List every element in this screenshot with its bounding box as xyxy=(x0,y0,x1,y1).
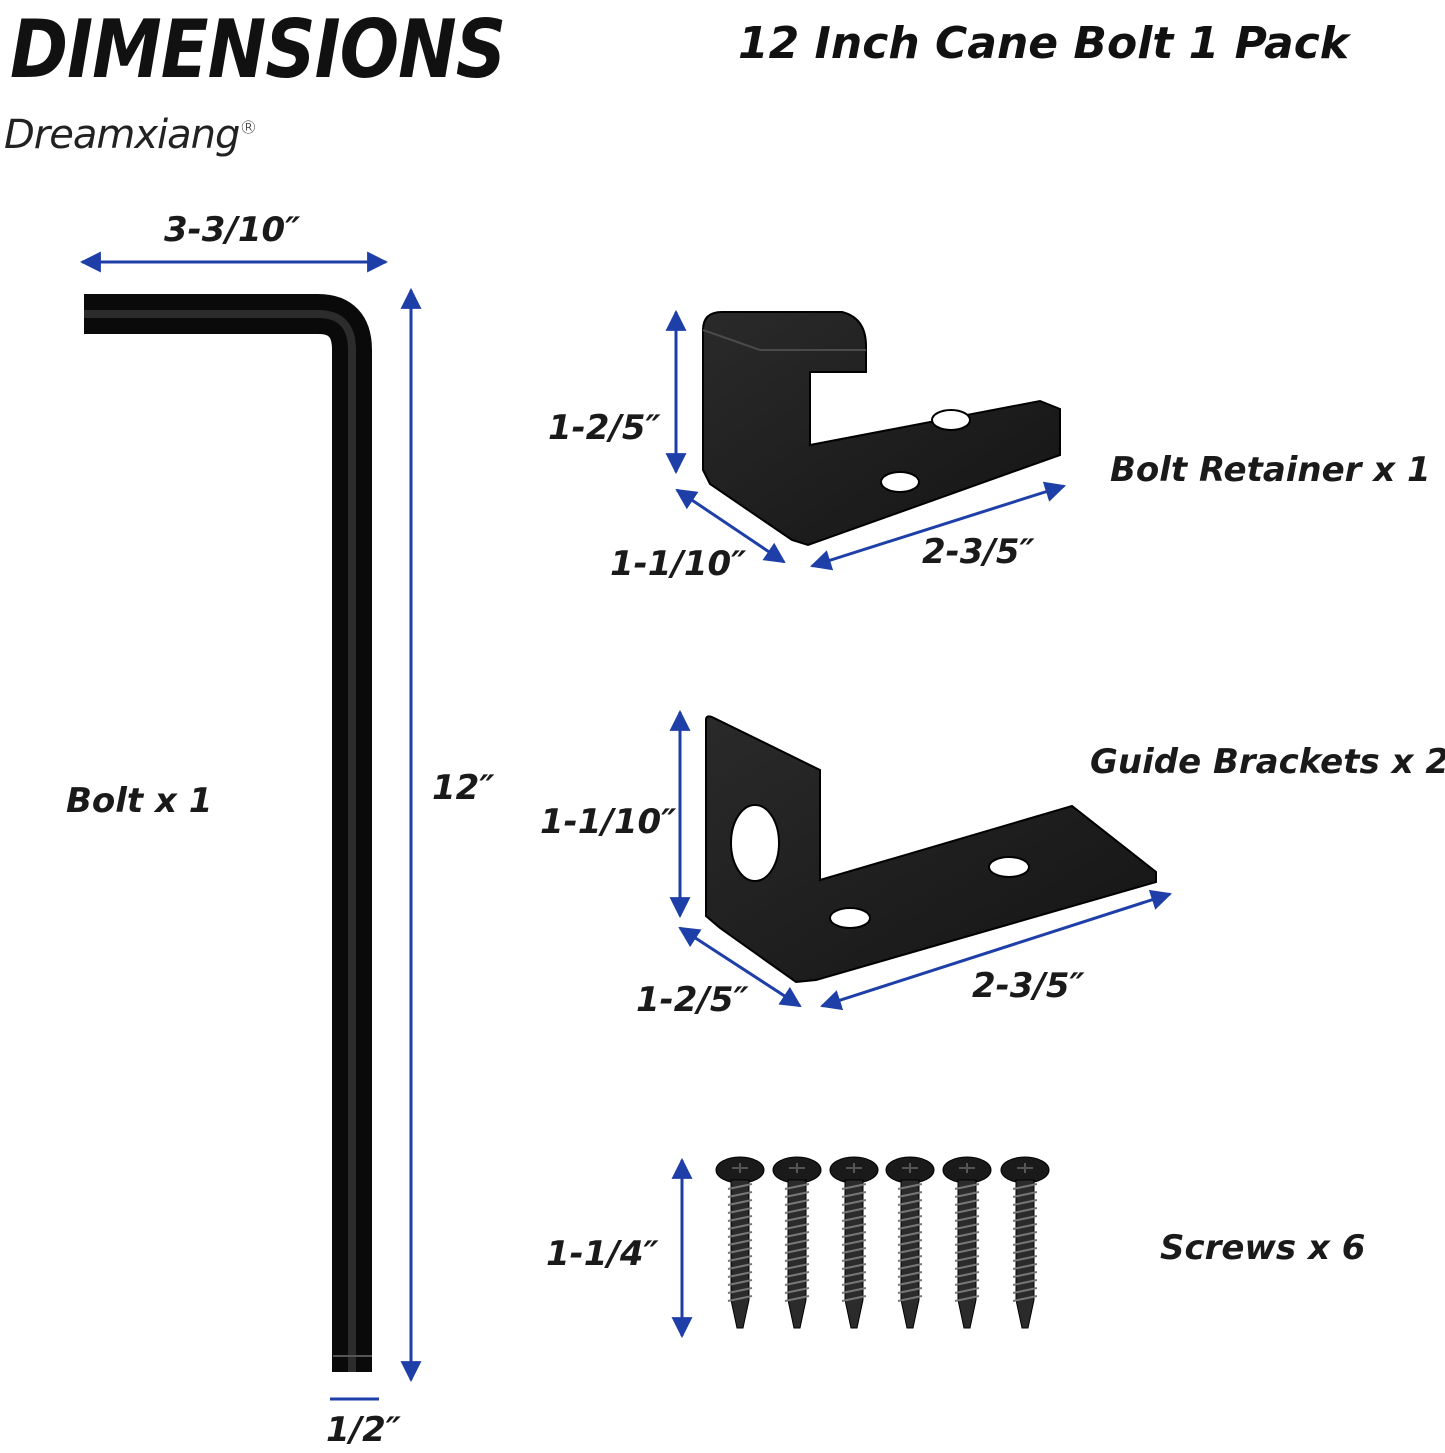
screw xyxy=(772,1156,822,1329)
guide-height-label: 1-1/10″ xyxy=(540,802,677,842)
brand-name: Dreamxiang xyxy=(4,112,240,158)
bolt-width-label: 3-3/10″ xyxy=(164,210,301,250)
screws-part xyxy=(715,1156,1050,1329)
page-title: DIMENSIONS xyxy=(10,2,506,97)
screws-name: Screws x 6 xyxy=(1160,1228,1366,1268)
retainer-length-dimension-line xyxy=(809,481,1067,571)
guide-length-dimension-line xyxy=(820,889,1172,1011)
page-subtitle: 12 Inch Cane Bolt 1 Pack xyxy=(738,18,1350,69)
bolt-diameter-label: 1/2″ xyxy=(326,1410,401,1450)
guide-depth-dimension-line xyxy=(678,926,802,1008)
bolt-part xyxy=(84,294,372,1372)
guide-name: Guide Brackets x 2 xyxy=(1090,742,1445,782)
bolt-length-label: 12″ xyxy=(432,768,495,808)
guide-bracket-part xyxy=(705,715,1157,984)
retainer-length-label: 2-3/5″ xyxy=(922,532,1035,572)
screw xyxy=(829,1156,879,1329)
screw xyxy=(1000,1156,1050,1329)
bolt-retainer-part xyxy=(702,311,1061,547)
retainer-depth-dimension-line xyxy=(675,488,786,564)
screw-length-label: 1-1/4″ xyxy=(546,1234,659,1274)
registered-mark: ® xyxy=(239,117,257,139)
retainer-depth-label: 1-1/10″ xyxy=(610,544,747,584)
bolt-name: Bolt x 1 xyxy=(66,781,213,821)
screw xyxy=(942,1156,992,1329)
retainer-name: Bolt Retainer x 1 xyxy=(1110,450,1431,490)
screw xyxy=(885,1156,935,1329)
brand-logo: Dreamxiang® xyxy=(4,112,257,158)
guide-length-label: 2-3/5″ xyxy=(972,966,1085,1006)
retainer-height-label: 1-2/5″ xyxy=(548,408,661,448)
guide-depth-label: 1-2/5″ xyxy=(636,980,749,1020)
screw xyxy=(715,1156,765,1329)
